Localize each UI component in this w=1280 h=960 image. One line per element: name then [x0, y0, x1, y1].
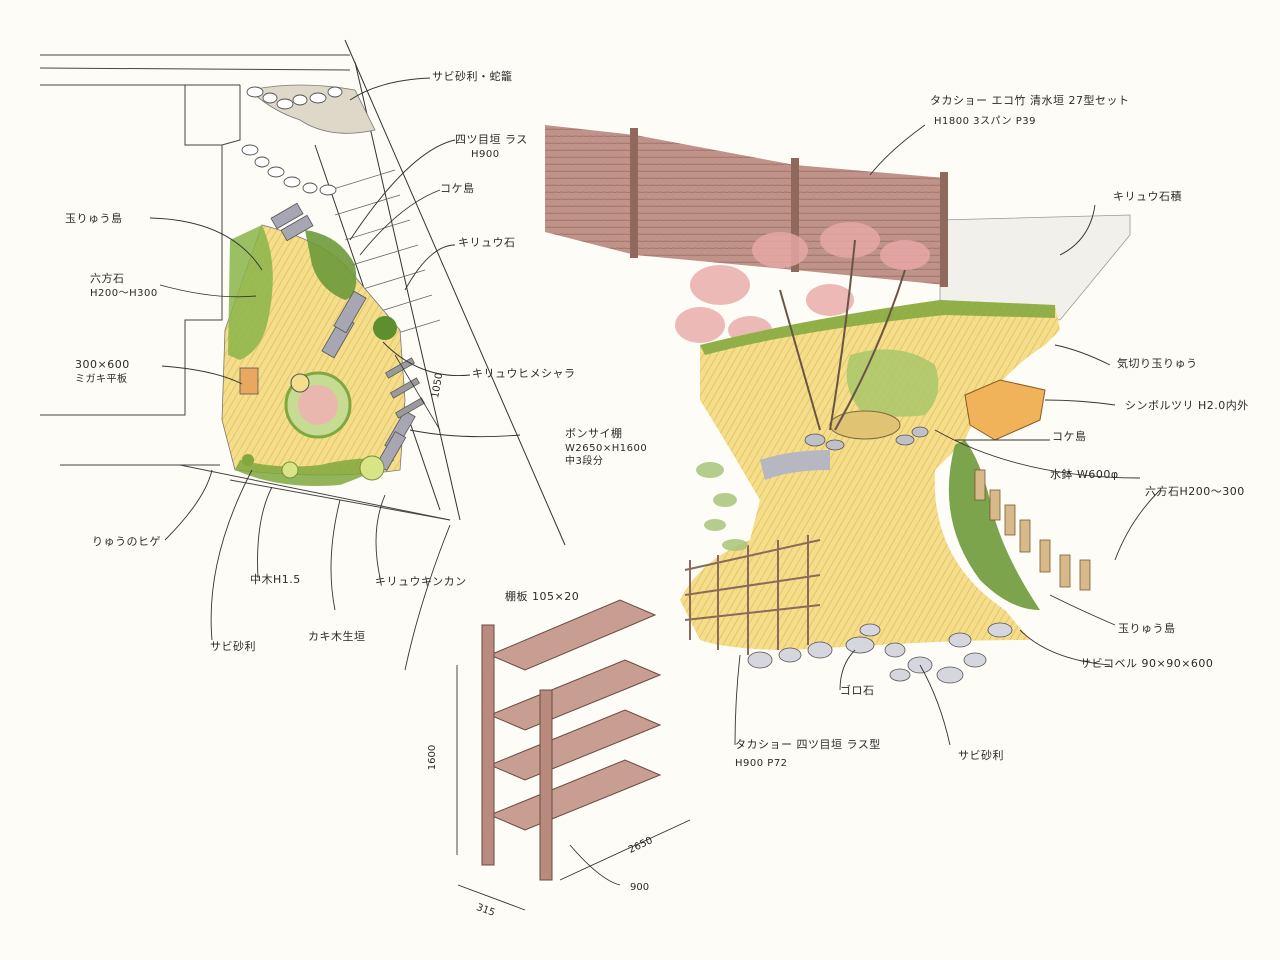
label-koke-jima-persp: コケ島: [1052, 430, 1087, 443]
moss-border-left: [228, 225, 273, 360]
label-rokkouseki-name: 六方石: [90, 272, 125, 285]
yotsume-trellis: [684, 535, 821, 655]
rokkouseki-posts: [974, 469, 1091, 591]
basin-inner: [298, 385, 338, 425]
label-rack-h: 1600: [427, 744, 439, 771]
rack-shelves: [488, 599, 662, 831]
label-bonsai-count: 中3段分: [565, 456, 604, 468]
building-outline: [39, 54, 451, 521]
label-takasho-yotsume: タカショー 四ツ目垣 ラス型 H900 P72: [735, 738, 881, 770]
label-bonsai-rack: ボンサイ棚 W2650×H1600 中3段分: [565, 427, 647, 469]
label-sabi-jari-plan: サビ砂利: [210, 640, 256, 653]
label-rack-900: 900: [630, 882, 650, 893]
tree-symbols: [242, 316, 397, 481]
water-basin: [829, 410, 901, 440]
label-chuboku: 中木H1.5: [250, 573, 301, 586]
label-takasho-fence-sub: H1800 3スパン P39: [934, 115, 1036, 127]
symbol-tree: [779, 239, 906, 431]
label-yotsume-fence-name: 四ツ目垣 ラス: [455, 133, 528, 146]
label-yotsume-fence: 四ツ目垣 ラス H900: [455, 133, 528, 161]
gabion-stones: [241, 86, 343, 196]
perspective-leader-lines: [734, 124, 1161, 746]
street-fence: [385, 357, 425, 419]
rack-posts: [481, 624, 553, 881]
perspective-view: [545, 124, 1161, 746]
label-migaki-size: 300×600: [75, 358, 130, 371]
gravel-area-top: [249, 84, 376, 134]
pink-maple-foliage: [675, 222, 930, 344]
moss-island-right: [948, 440, 1040, 610]
perspective-paving: [680, 300, 1060, 650]
label-rokkouseki-plan: 六方石 H200〜H300: [90, 272, 158, 300]
label-bonsai-size: W2650×H1600: [565, 442, 648, 454]
label-yotsume-fence-h: H900: [471, 148, 500, 160]
label-tamaryu-wide: 気切り玉りゅう: [1117, 357, 1198, 370]
stepping-stones: [270, 202, 416, 472]
label-takasho-yotsume-name: タカショー 四ツ目垣 ラス型: [735, 738, 881, 751]
label-kaki-gyoku: カキ木生垣: [308, 630, 366, 643]
moss-border-bottom: [235, 458, 395, 486]
label-kiryu-sekiheki: キリュウ石積: [1113, 190, 1182, 203]
water-basin: [290, 373, 310, 393]
label-kiryu-ishi: キリュウ石: [458, 236, 516, 249]
label-tanaita: 棚板 105×20: [505, 590, 580, 603]
label-takasho-fence: タカショー エコ竹 清水垣 27型セット H1800 3スパン P39: [930, 94, 1130, 128]
stepping-stone-path: [760, 450, 830, 480]
moss-edge-back: [700, 300, 1055, 355]
migaki-slab: [239, 367, 259, 395]
label-goro-ishi: ゴロ石: [840, 684, 875, 697]
label-tamaryu-jima-plan: 玉りゅう島: [65, 212, 123, 225]
plan-leader-lines: [149, 77, 521, 671]
label-suibachi: 水鉢 W600φ: [1050, 468, 1119, 481]
label-ryu-no-hige: りゅうのヒゲ: [92, 535, 161, 548]
label-shinbokuri: シンボルツリ H2.0内外: [1125, 399, 1249, 412]
label-takasho-yotsume-sub: H900 P72: [735, 757, 788, 769]
moss-island: [305, 230, 357, 300]
label-sabi-koberu: サビコベル 90×90×600: [1080, 657, 1214, 670]
label-koke-jima-plan: コケ島: [440, 182, 475, 195]
orange-stone: [964, 379, 1046, 441]
label-rokkouseki-persp: 六方石H200〜300: [1145, 485, 1245, 498]
plan-view: [39, 39, 566, 671]
label-kiryu-kinkan: キリュウキンカン: [375, 575, 467, 588]
parking-hatch: [329, 169, 441, 341]
label-migaki-name: ミガキ平板: [75, 373, 128, 385]
tall-plant-left: [696, 462, 748, 551]
dim-line: [394, 354, 441, 431]
bonsai-rack-drawing: [456, 599, 691, 911]
label-migaki-slab: 300×600 ミガキ平板: [75, 358, 130, 386]
bamboo-fence: [545, 125, 948, 287]
gravel-stones-bottom: [747, 622, 1013, 684]
label-takasho-fence-name: タカショー エコ竹 清水垣 27型セット: [930, 94, 1130, 107]
label-sabi-jari-persp: サビ砂利: [958, 749, 1004, 762]
label-kiryu-himeshara: キリュウヒメシャラ: [472, 367, 576, 380]
rack-dimension-lines: [456, 665, 691, 911]
basin-stones: [804, 426, 929, 451]
label-rokkouseki-h: H200〜H300: [90, 287, 158, 299]
label-tamaryu-jima-persp: 玉りゅう島: [1118, 622, 1176, 635]
label-sabi-jakotsu: サビ砂利・蛇籠: [432, 70, 513, 83]
moss-island-center: [846, 349, 939, 417]
label-bonsai-name: ボンサイ棚: [565, 427, 623, 440]
